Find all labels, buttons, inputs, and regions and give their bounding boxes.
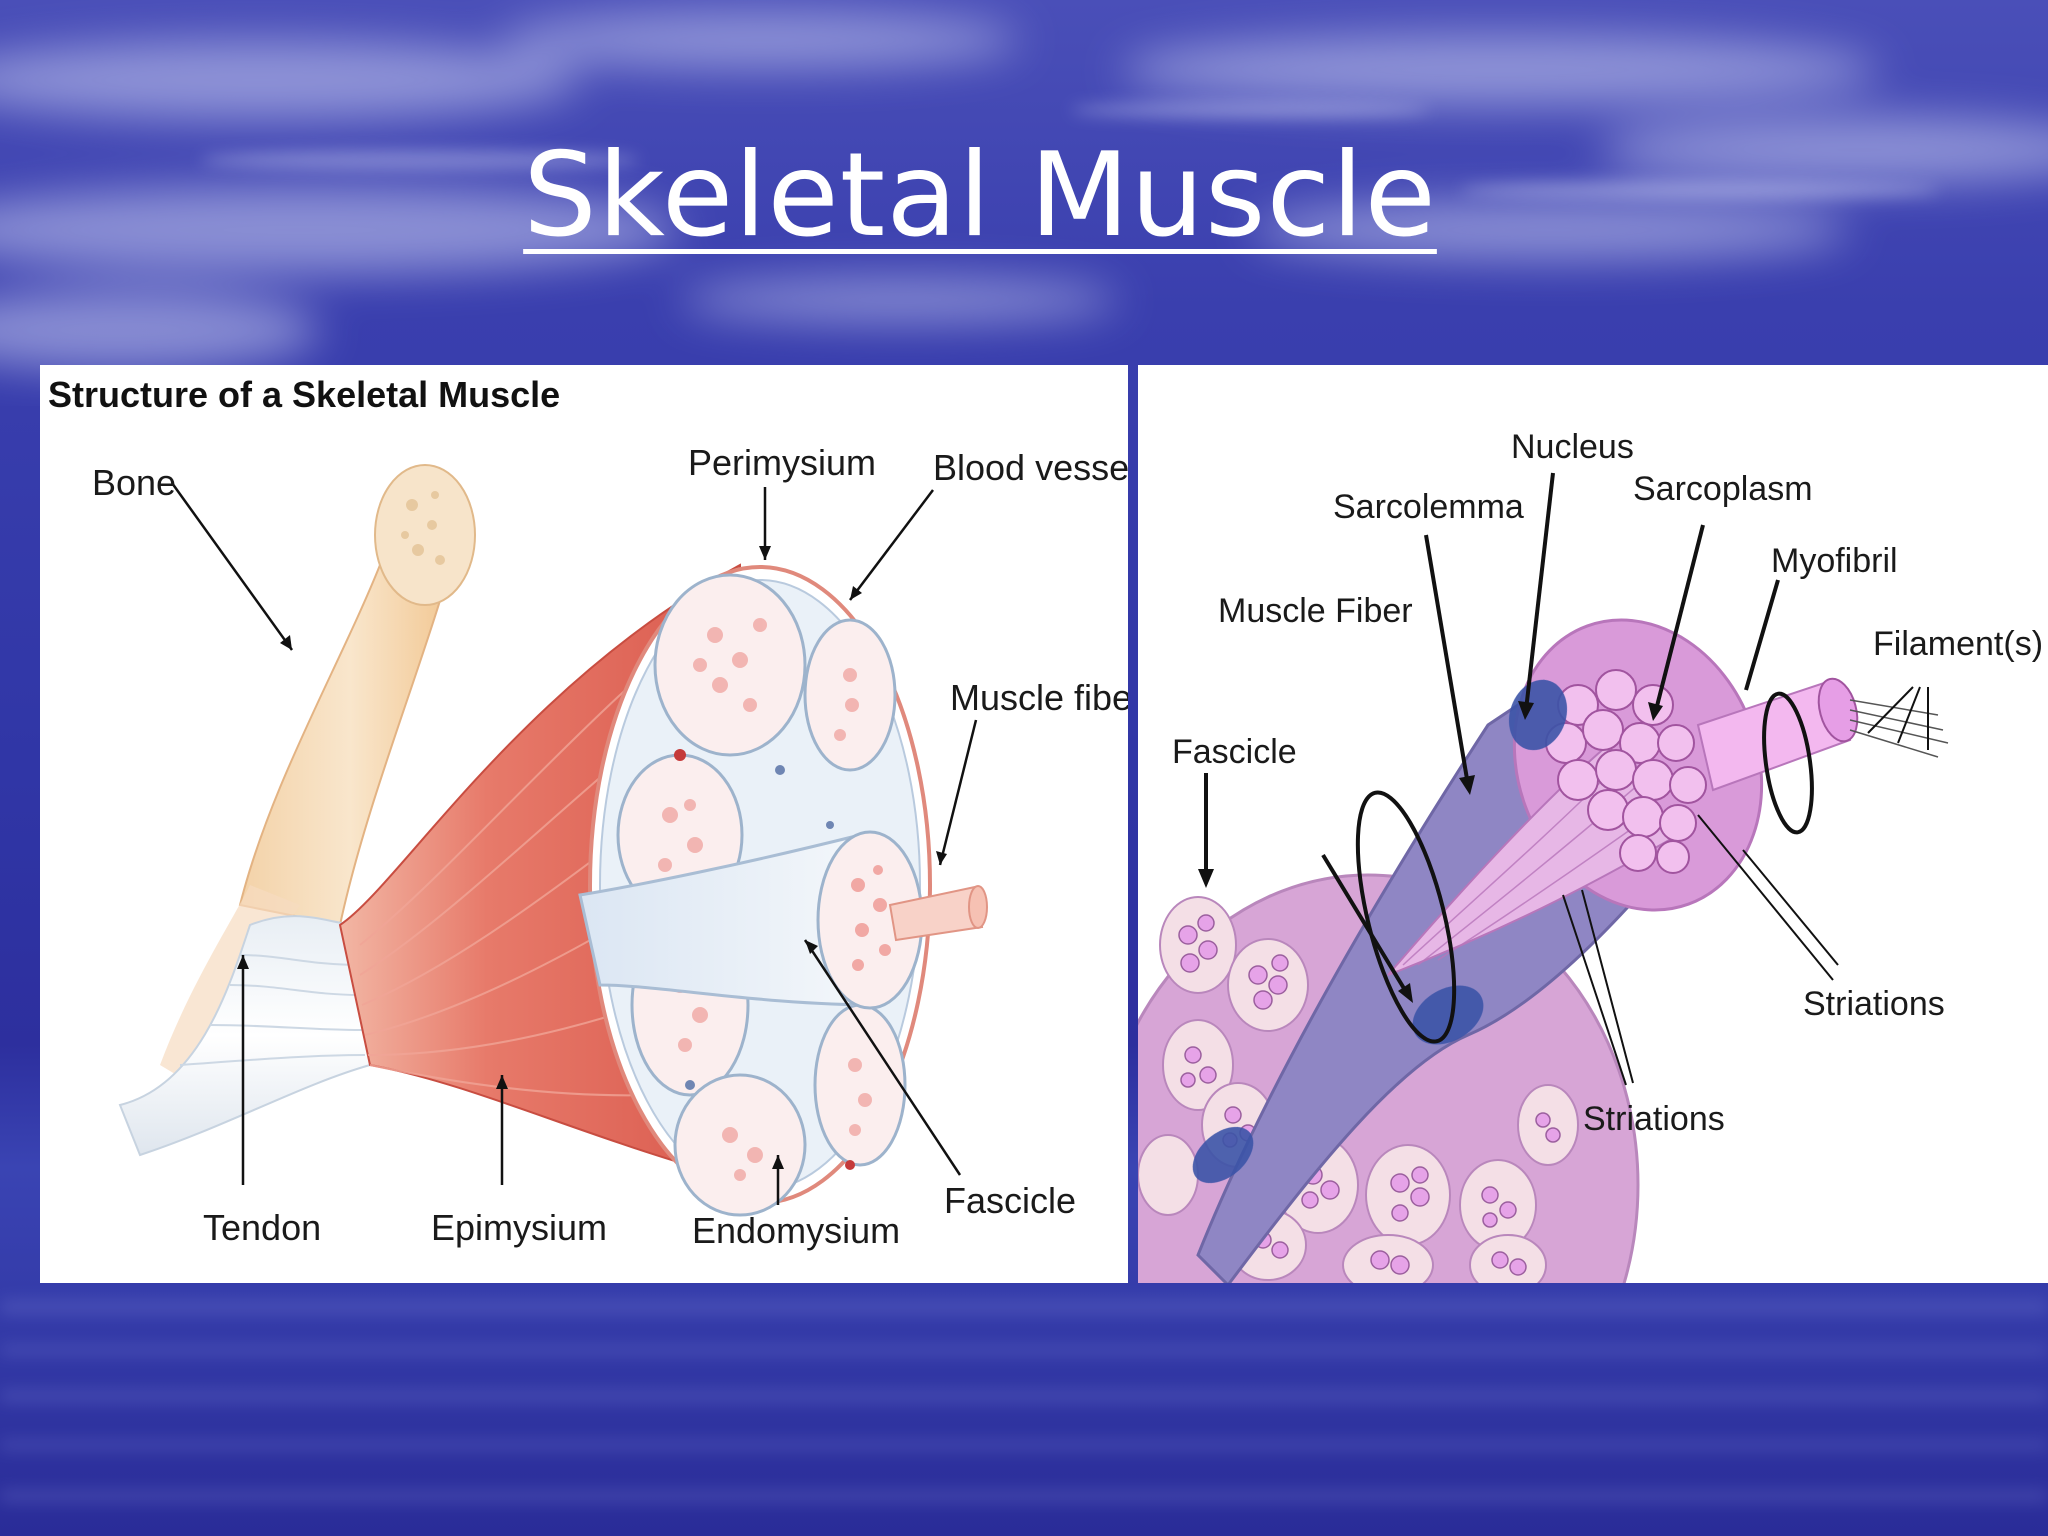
nuclei <box>1192 679 1568 1184</box>
muscle-fiber-ring <box>1355 790 1457 1044</box>
muscle-fiber-anatomy-diagram: Nucleus Sarcolemma Sarcoplasm Myofibril … <box>1138 365 2048 1283</box>
label-sarcoplasm: Sarcoplasm <box>1633 470 1813 508</box>
slide-title: Skeletal Muscle <box>523 128 1437 263</box>
label-endomysium: Endomysium <box>692 1210 900 1251</box>
label-epimysium: Epimysium <box>431 1207 607 1248</box>
label-striations-bottom: Striations <box>1583 1100 1725 1138</box>
label-blood-vessel: Blood vessel <box>933 447 1128 488</box>
label-muscle-fiber: Muscle Fiber <box>1218 592 1413 630</box>
muscle-fiber-illustration: Nucleus Sarcolemma Sarcoplasm Myofibril … <box>1138 428 2043 1283</box>
label-fascicle: Fascicle <box>944 1180 1076 1221</box>
myofibril-ring <box>1762 691 1814 835</box>
diagram-heading: Structure of a Skeletal Muscle <box>48 374 560 415</box>
skeletal-muscle-illustration: Structure of a Skeletal Muscle Bone Peri… <box>48 374 1128 1251</box>
label-sarcolemma: Sarcolemma <box>1333 488 1524 526</box>
skeletal-muscle-structure-diagram: Structure of a Skeletal Muscle Bone Peri… <box>40 365 1128 1283</box>
bone-end <box>374 464 476 606</box>
label-muscle-fiber: Muscle fiber <box>950 677 1128 718</box>
label-nucleus: Nucleus <box>1511 428 1634 466</box>
label-tendon: Tendon <box>203 1207 321 1248</box>
label-perimysium: Perimysium <box>688 442 876 483</box>
label-myofibril: Myofibril <box>1771 542 1898 580</box>
label-fascicle: Fascicle <box>1172 733 1297 771</box>
label-filaments: Filament(s) <box>1873 625 2043 663</box>
label-bone: Bone <box>92 462 176 503</box>
label-striations-right: Striations <box>1803 985 1945 1023</box>
tendon-shape <box>118 915 372 1157</box>
myofibril-ends <box>1545 669 1707 874</box>
